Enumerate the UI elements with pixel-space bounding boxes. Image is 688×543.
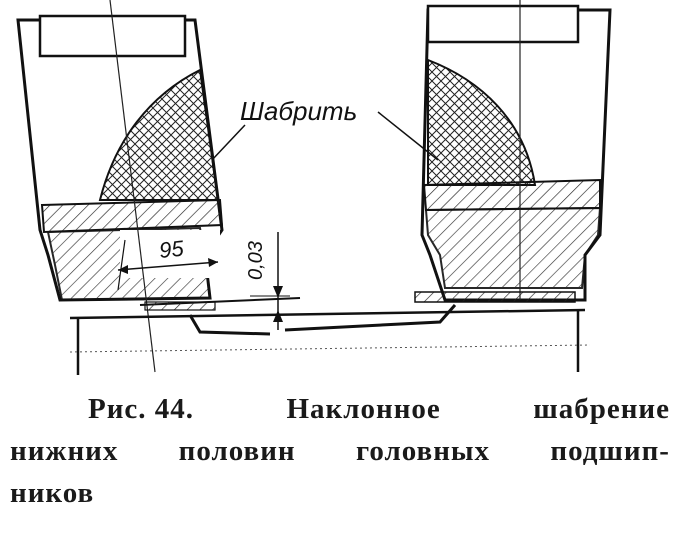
caption-word: головных bbox=[355, 435, 491, 467]
bearing-diagram: 95 0,03 Шабрить bbox=[16, 0, 612, 375]
right-bolt-slot bbox=[426, 4, 580, 44]
dim-width-label: 95 bbox=[158, 235, 186, 263]
right-babbit-layer bbox=[422, 178, 601, 212]
right-bearing-half bbox=[420, 0, 612, 302]
scrape-label: Шабрить bbox=[240, 96, 357, 126]
shaft-neck bbox=[188, 304, 457, 336]
left-bearing-half bbox=[16, 0, 224, 373]
caption-line-2: нижних половин головных подшип- bbox=[10, 430, 670, 472]
caption-line-1: Рис. 44. Наклонное шабрение bbox=[10, 388, 670, 430]
figure-caption: Рис. 44. Наклонное шабрение нижних полов… bbox=[10, 388, 670, 514]
left-babbit-layer bbox=[40, 198, 224, 234]
caption-fig-number: Рис. 44. bbox=[88, 393, 195, 425]
caption-word: подшип- bbox=[550, 435, 670, 467]
caption-word: Наклонное bbox=[286, 393, 441, 425]
right-body-hatch bbox=[424, 206, 602, 289]
caption-word: нижних bbox=[10, 435, 119, 467]
left-scrape-zone bbox=[98, 68, 220, 201]
shaft bbox=[69, 291, 591, 375]
caption-word: шабрение bbox=[533, 393, 670, 425]
scrape-callout: Шабрить bbox=[211, 96, 439, 161]
caption-line-3: ников bbox=[10, 477, 95, 509]
dim-gap-label: 0,03 bbox=[245, 241, 267, 280]
right-scrape-zone bbox=[427, 58, 537, 186]
caption-word: половин bbox=[178, 435, 296, 467]
dimension-width: 95 bbox=[117, 235, 219, 291]
dimension-gap: 0,03 bbox=[245, 232, 290, 330]
